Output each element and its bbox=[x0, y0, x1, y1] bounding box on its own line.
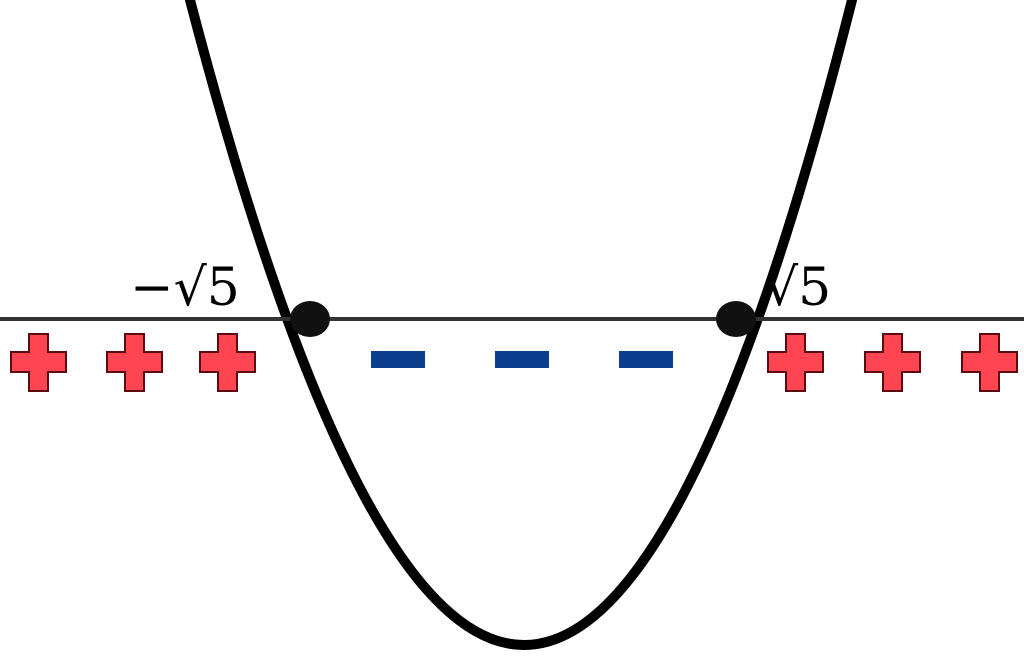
root-point-right bbox=[716, 301, 756, 337]
plus-sign-icon bbox=[10, 333, 67, 392]
root-label-negative-sqrt5: −√5 bbox=[130, 258, 240, 318]
parabola-curve bbox=[185, 0, 857, 650]
root-point-left bbox=[290, 301, 330, 337]
minus-sign-icon bbox=[619, 351, 673, 368]
plus-sign-icon bbox=[864, 333, 921, 392]
minus-sign-icon bbox=[495, 351, 549, 368]
plus-sign-icon bbox=[199, 333, 256, 392]
plus-sign-icon bbox=[961, 333, 1018, 392]
plus-sign-icon bbox=[767, 333, 824, 392]
minus-sign-icon bbox=[371, 351, 425, 368]
plus-sign-icon bbox=[106, 333, 163, 392]
root-label-positive-sqrt5: √5 bbox=[765, 258, 831, 318]
